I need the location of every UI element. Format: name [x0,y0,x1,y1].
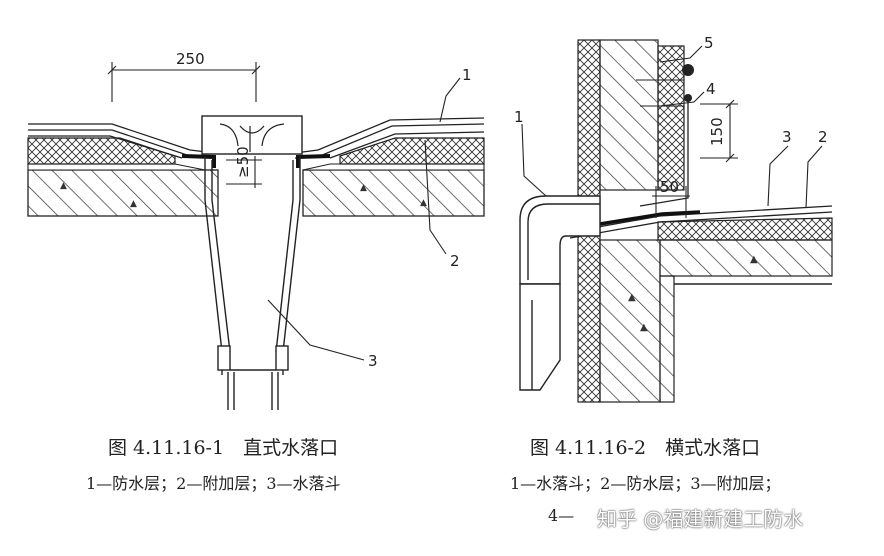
svg-text:▲: ▲ [130,199,137,209]
figure2-title: 图 4.11.16-2 横式水落口 [530,437,761,459]
svg-text:▲: ▲ [750,254,758,265]
callout-3b: 3 [782,128,792,146]
svg-text:▲: ▲ [360,183,367,193]
figure2-legend-line2: 4— [548,506,575,525]
additional-layer [181,154,331,168]
callout-2b: 2 [818,128,828,146]
callout-2: 2 [450,252,460,270]
dimension-50 [652,186,690,218]
svg-text:▲: ▲ [420,198,427,208]
svg-text:▲: ▲ [60,181,67,191]
dimension-150 [700,99,738,163]
roof-slab-2: ▲ [657,217,833,403]
callout-3: 3 [368,352,378,370]
dimension-50-label: 50 [660,178,679,196]
callout-5: 5 [704,34,714,52]
additional-layer-2 [599,210,701,226]
dimension-min50 [226,156,262,188]
figure1-title: 图 4.11.16-1 直式水落口 [108,437,339,459]
dimension-min50-label: ≥50 [234,146,252,178]
callout-leaders [267,77,461,361]
callout-4: 4 [706,80,716,98]
horizontal-drain [519,195,601,391]
dimension-150-label: 150 [708,117,726,146]
dimension-250-label: 250 [176,50,205,68]
figure2-legend: 1—水落斗；2—防水层；3—附加层； [510,474,781,493]
parapet-wall: ▲ ▲ [577,39,685,403]
dimension-250 [107,62,261,102]
termination-bar [636,64,694,107]
figure2-diagram: ▲ ▲ ▲ [514,34,833,403]
svg-text:▲: ▲ [628,292,636,303]
figure1-legend: 1—防水层；2—附加层；3—水落斗 [86,474,341,493]
drain-grate [201,115,303,155]
callout-1: 1 [462,66,472,84]
watermark: 知乎 @福建新建工防水 [597,507,804,531]
svg-text:▲: ▲ [640,322,648,333]
callout-1b: 1 [514,108,524,126]
callout-leaders-2 [521,45,823,209]
drain-funnel [204,156,301,410]
figure1-diagram: ▲ ▲ ▲ ▲ [27,50,485,410]
roof-slab: ▲ ▲ ▲ ▲ [27,169,485,217]
